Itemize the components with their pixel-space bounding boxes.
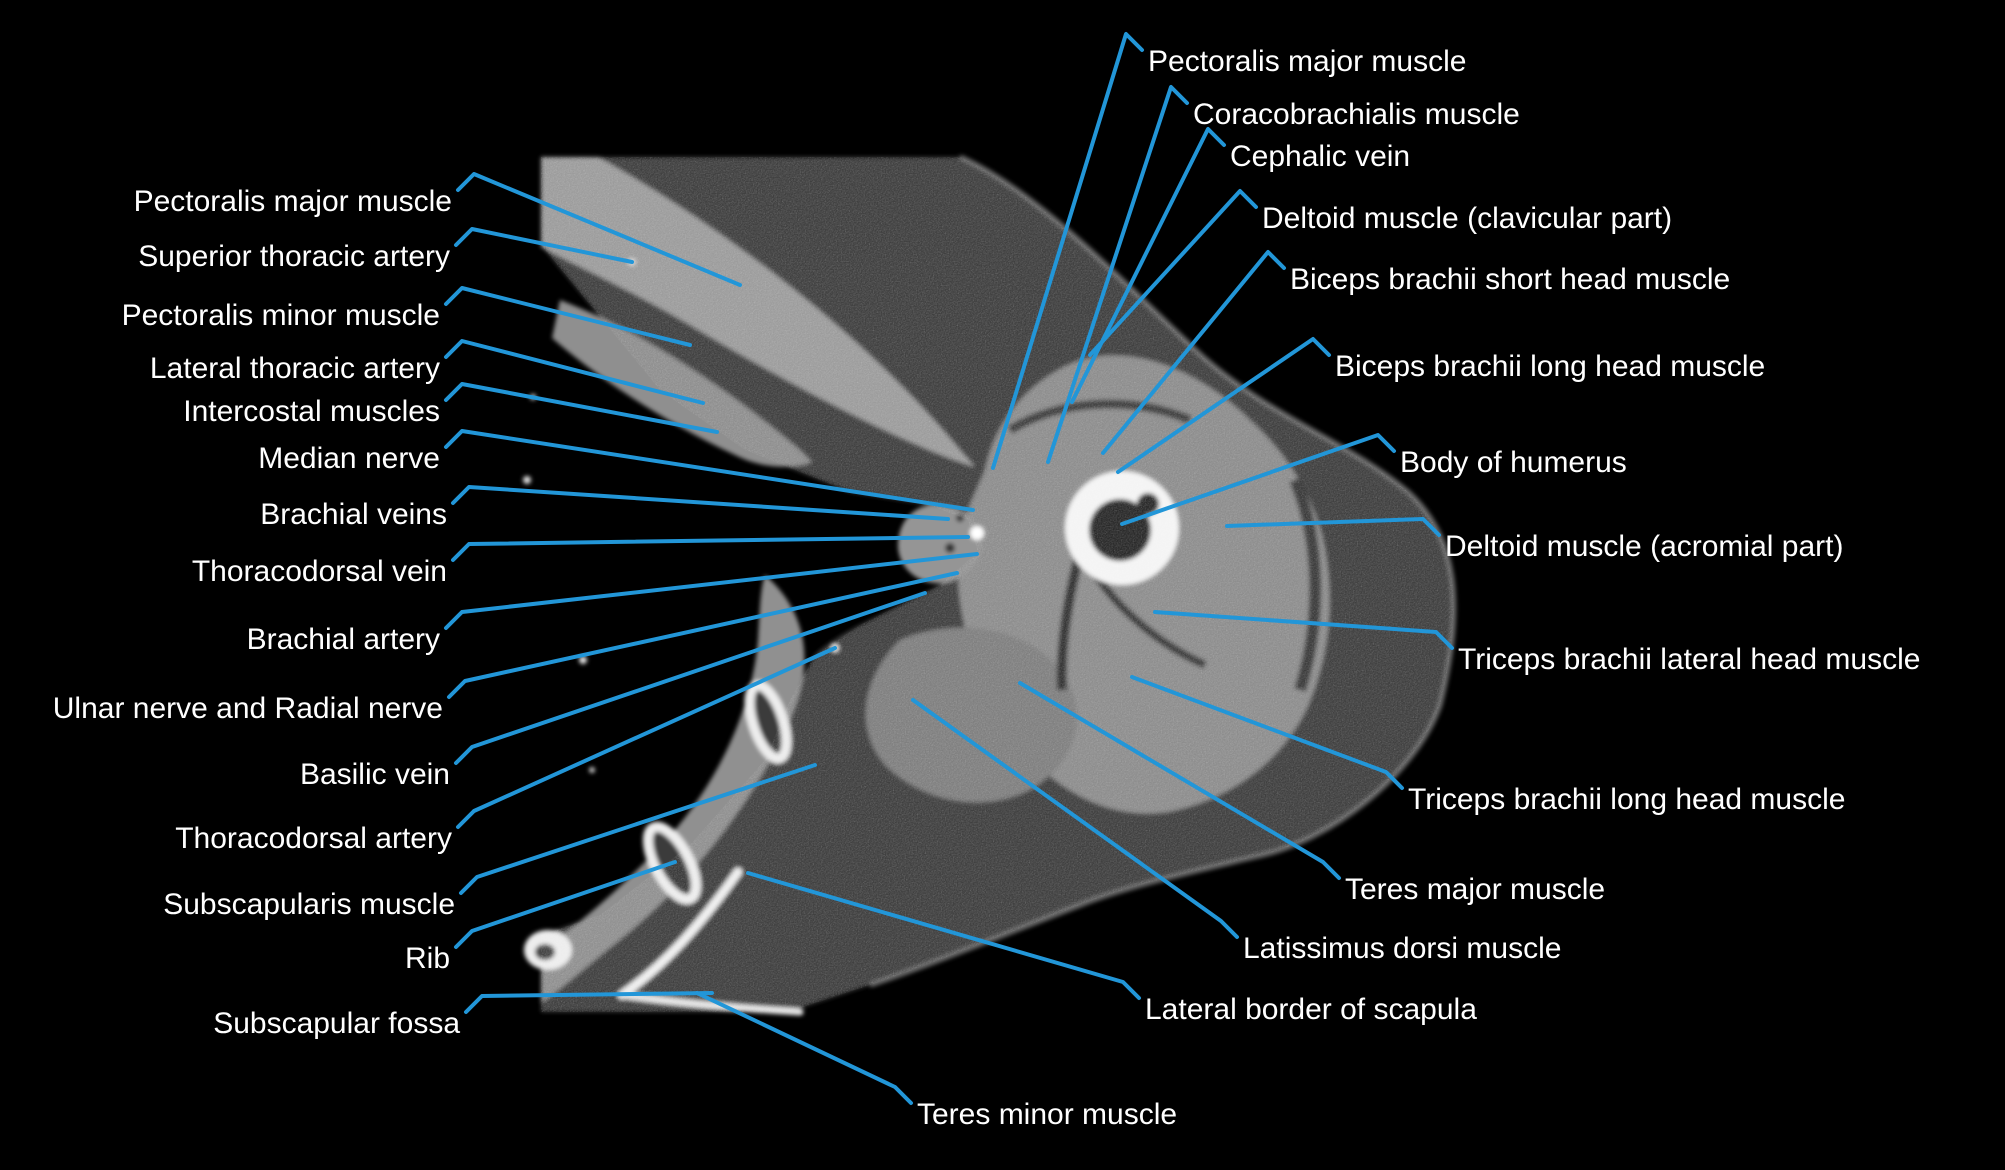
label-rib: Rib	[405, 942, 450, 975]
calcification-speck-2	[523, 476, 531, 484]
leader-line-subscapular-fossa	[464, 991, 714, 1014]
leader-line-superior-thoracic-artery	[454, 227, 634, 264]
label-lateral-border-of-scapula: Lateral border of scapula	[1145, 993, 1477, 1026]
label-coracobrachialis-muscle: Coracobrachialis muscle	[1193, 98, 1520, 131]
leader-line-lateral-thoracic-artery	[444, 339, 705, 405]
label-cephalic-vein: Cephalic vein	[1230, 140, 1410, 173]
leader-line-pectoralis-major-muscle	[456, 172, 742, 287]
leader-line-subscapularis-muscle	[459, 763, 817, 895]
leader-line-biceps-brachii-short-head-muscle	[1101, 250, 1286, 455]
label-thoracodorsal-vein: Thoracodorsal vein	[192, 555, 447, 588]
label-triceps-brachii-long-head-muscle: Triceps brachii long head muscle	[1408, 783, 1845, 816]
leader-line-pectoralis-minor-muscle	[444, 286, 692, 347]
leader-line-brachial-veins	[451, 485, 950, 521]
label-body-of-humerus: Body of humerus	[1400, 446, 1627, 479]
label-lateral-thoracic-artery: Lateral thoracic artery	[150, 352, 440, 385]
leader-line-brachial-artery	[444, 552, 979, 630]
label-pectoralis-minor-muscle: Pectoralis minor muscle	[122, 299, 440, 332]
leader-line-ulnar-nerve-and-radial-nerve	[447, 571, 959, 699]
leader-line-triceps-brachii-long-head-muscle	[1130, 675, 1404, 790]
leader-line-deltoid-muscle-acromial-part	[1225, 517, 1441, 537]
leader-line-deltoid-muscle-clavicular-part	[1088, 189, 1258, 357]
label-deltoid-muscle-clavicular-part: Deltoid muscle (clavicular part)	[1262, 202, 1672, 235]
leader-line-intercostal-muscles	[444, 382, 719, 434]
label-brachial-veins: Brachial veins	[260, 498, 447, 531]
leader-line-thoracodorsal-vein	[451, 535, 970, 562]
leader-line-thoracodorsal-artery	[456, 646, 837, 829]
leader-line-coracobrachialis-muscle	[1046, 85, 1189, 464]
label-biceps-brachii-long-head-muscle: Biceps brachii long head muscle	[1335, 350, 1765, 383]
neurovascular-bundle	[897, 505, 983, 584]
leader-line-lateral-border-of-scapula	[746, 871, 1141, 1000]
label-biceps-brachii-short-head-muscle: Biceps brachii short head muscle	[1290, 263, 1730, 296]
label-pectoralis-major-muscle: Pectoralis major muscle	[134, 185, 452, 218]
label-superior-thoracic-artery: Superior thoracic artery	[138, 240, 450, 273]
calcification-speck-3	[579, 656, 587, 664]
label-subscapular-fossa: Subscapular fossa	[213, 1007, 460, 1040]
leader-line-rib	[454, 860, 677, 949]
label-intercostal-muscles: Intercostal muscles	[183, 395, 440, 428]
vein-dot-1	[945, 543, 955, 553]
label-thoracodorsal-artery: Thoracodorsal artery	[175, 822, 452, 855]
label-brachial-artery: Brachial artery	[247, 623, 440, 656]
label-median-nerve: Median nerve	[258, 442, 440, 475]
leader-line-triceps-brachii-lateral-head-muscle	[1153, 610, 1454, 650]
label-latissimus-dorsi-muscle: Latissimus dorsi muscle	[1243, 932, 1561, 965]
label-pectoralis-major-muscle: Pectoralis major muscle	[1148, 45, 1466, 78]
leader-line-body-of-humerus	[1120, 433, 1396, 526]
label-deltoid-muscle-acromial-part: Deltoid muscle (acromial part)	[1445, 530, 1843, 563]
leader-line-biceps-brachii-long-head-muscle	[1116, 337, 1331, 474]
leader-line-teres-minor-muscle	[695, 991, 913, 1105]
label-triceps-brachii-lateral-head-muscle: Triceps brachii lateral head muscle	[1458, 643, 1920, 676]
label-teres-major-muscle: Teres major muscle	[1345, 873, 1605, 906]
leader-line-cephalic-vein	[1070, 127, 1226, 404]
leader-line-basilic-vein	[454, 591, 927, 765]
leader-line-pectoralis-major-muscle	[991, 32, 1144, 470]
label-subscapularis-muscle: Subscapularis muscle	[163, 888, 455, 921]
label-basilic-vein: Basilic vein	[300, 758, 450, 791]
leader-line-latissimus-dorsi-muscle	[911, 698, 1239, 939]
leader-lines-layer	[444, 32, 1454, 1105]
label-teres-minor-muscle: Teres minor muscle	[917, 1098, 1177, 1131]
calcification-speck-4	[589, 767, 595, 773]
leader-line-median-nerve	[444, 429, 975, 512]
leader-line-teres-major-muscle	[1018, 681, 1341, 880]
label-ulnar-nerve-and-radial-nerve: Ulnar nerve and Radial nerve	[53, 692, 443, 725]
